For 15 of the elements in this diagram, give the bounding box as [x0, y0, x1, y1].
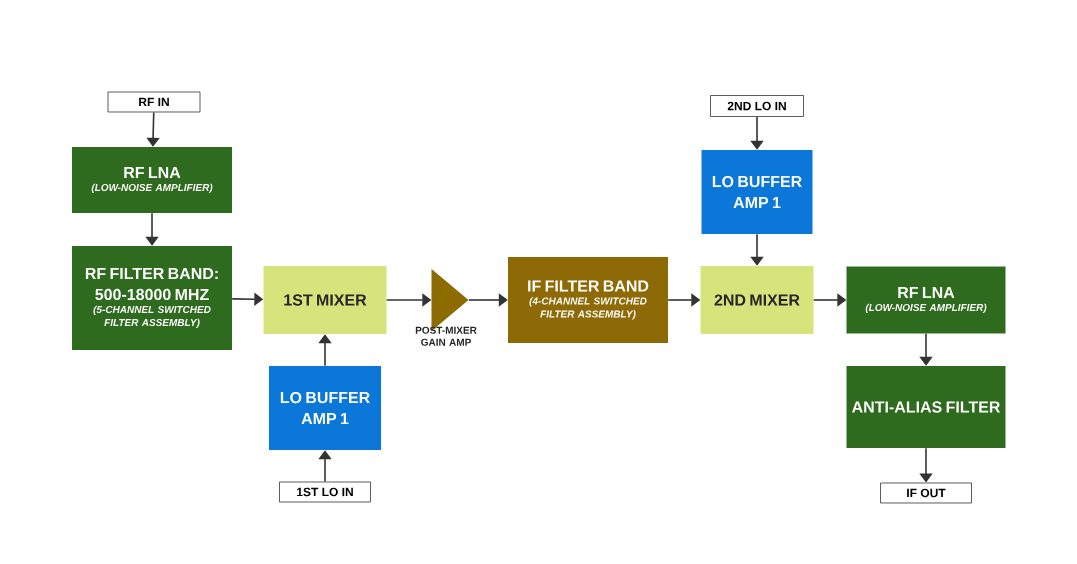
node-label: GAIN AMP [421, 338, 471, 346]
process-box: ANTI-ALIAS FILTER [846, 366, 1006, 448]
port-box: IF OUT [880, 482, 972, 504]
process-box: RF FILTER BAND: 500-18000 MHZ (5-CHANNEL SWITCHED FILTER ASSEMBLY) [72, 246, 232, 350]
mixer-box: 2ND MIXER [700, 266, 814, 334]
port-box: 1ST LO IN [279, 481, 371, 503]
amplifier-triangle: POST-MIXER GAIN AMP [415, 268, 477, 346]
mixer-box: 1ST MIXER [263, 266, 387, 334]
process-box: RF LNA (LOW-NOISE AMPLIFIER) [846, 266, 1006, 334]
buffer-box: LO BUFFER AMP 1 [269, 366, 381, 450]
port-box: 2ND LO IN [710, 95, 804, 117]
process-box: RF LNA (LOW-NOISE AMPLIFIER) [72, 147, 232, 213]
filter-box: IF FILTER BAND (4-CHANNEL SWITCHED FILTER ASSEMBLY) [508, 257, 668, 343]
port-box: RF IN [107, 91, 201, 113]
buffer-box: LO BUFFER AMP 1 [701, 150, 813, 234]
